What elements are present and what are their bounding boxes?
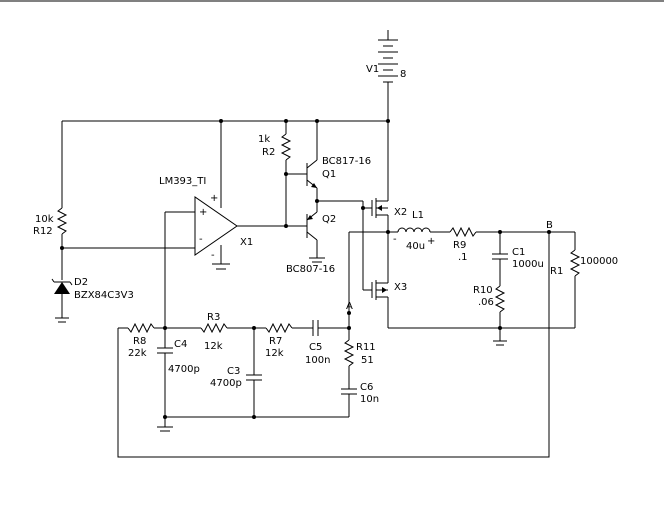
l1-minus-sign: - [393,234,397,245]
x1-minus-sign: - [199,234,203,245]
c4-ref-label: C4 [174,339,187,350]
q2-ref-label: Q2 [322,214,336,225]
x1-vcc-plus: + [210,193,218,204]
r11-ref-label: R11 [356,342,376,353]
l1-ref-label: L1 [412,210,424,221]
junction-dot [163,415,167,419]
capacitor-c1[interactable] [492,253,508,260]
resistor-r8[interactable] [127,322,155,334]
c3-value-label: 4700p [210,378,242,389]
x2-ref-label: X2 [394,207,407,218]
inductor-l1[interactable] [397,227,431,233]
r8-value-label: 22k [128,348,147,359]
resistor-r7[interactable] [265,322,293,334]
d2-model-label: BZX84C3V3 [74,290,134,301]
resistor-r9[interactable] [449,226,477,238]
x3-ref-label: X3 [394,282,407,293]
zener-d2[interactable] [51,278,73,294]
r3-ref-label: R3 [207,312,220,323]
junction-dot [252,415,256,419]
r12-value-label: 10k [35,214,54,225]
node-a-label: A [346,301,353,312]
v1-ref-label: V1 [366,64,379,75]
c5-value-label: 100n [305,355,330,366]
capacitor-c4[interactable] [157,347,173,354]
capacitor-c6[interactable] [341,388,357,395]
d2-ref-label: D2 [74,277,88,288]
r10-value-label: .06 [478,297,494,308]
node-a-dot [347,311,351,315]
q2-model-label: BC807-16 [286,264,335,275]
ground-symbol [309,257,325,263]
resistor-r12[interactable] [56,207,68,235]
x1-model-label: LM393_TI [159,176,206,187]
resistor-r10[interactable] [494,285,506,313]
resistor-r2[interactable] [280,133,292,161]
c6-ref-label: C6 [360,382,373,393]
r1-value-label: 100000 [580,256,618,267]
ground-symbol [55,317,69,323]
ground-symbol [493,340,507,346]
battery-v1[interactable] [378,30,398,121]
r7-value-label: 12k [265,348,284,359]
transistor-q2[interactable] [306,201,318,258]
c1-value-label: 1000u [512,259,544,270]
ground-symbol [157,426,173,432]
node-b-label: B [546,220,553,231]
resistor-r3[interactable] [200,322,228,334]
mosfet-x2[interactable] [371,196,389,232]
r1-ref-label: R1 [550,266,563,277]
r9-value-label: .1 [458,252,468,263]
r12-ref-label: R12 [33,226,53,237]
x1-gnd-minus: - [211,250,215,261]
c4-value-label: 4700p [168,364,200,375]
capacitor-c5[interactable] [312,320,319,336]
l1-plus-sign: + [427,236,435,247]
q1-ref-label: Q1 [322,169,336,180]
r7-ref-label: R7 [269,336,282,347]
c3-ref-label: C3 [227,366,240,377]
capacitor-c3[interactable] [246,374,262,381]
feedback-loop-wire [117,232,550,458]
x1-plus-sign: + [199,207,207,218]
c6-value-label: 10n [360,394,379,405]
v1-value-label: 8 [400,69,406,80]
c1-ref-label: C1 [512,247,525,258]
r10-ref-label: R10 [473,285,493,296]
ground-symbol [212,263,230,270]
resistor-r11[interactable] [343,339,355,367]
transistor-q1[interactable] [306,121,318,201]
r11-value-label: 51 [361,355,374,366]
r9-ref-label: R9 [453,240,466,251]
comparator-x1[interactable] [194,196,238,256]
q1-model-label: BC817-16 [322,156,371,167]
c5-ref-label: C5 [309,342,322,353]
r2-ref-label: R2 [262,147,275,158]
r3-value-label: 12k [204,341,223,352]
x1-ref-label: X1 [240,237,253,248]
resistor-r1[interactable] [569,249,581,277]
l1-value-label: 40u [406,241,425,252]
mosfet-x3[interactable] [371,232,389,328]
r8-ref-label: R8 [133,336,146,347]
r2-value-label: 1k [258,134,270,145]
